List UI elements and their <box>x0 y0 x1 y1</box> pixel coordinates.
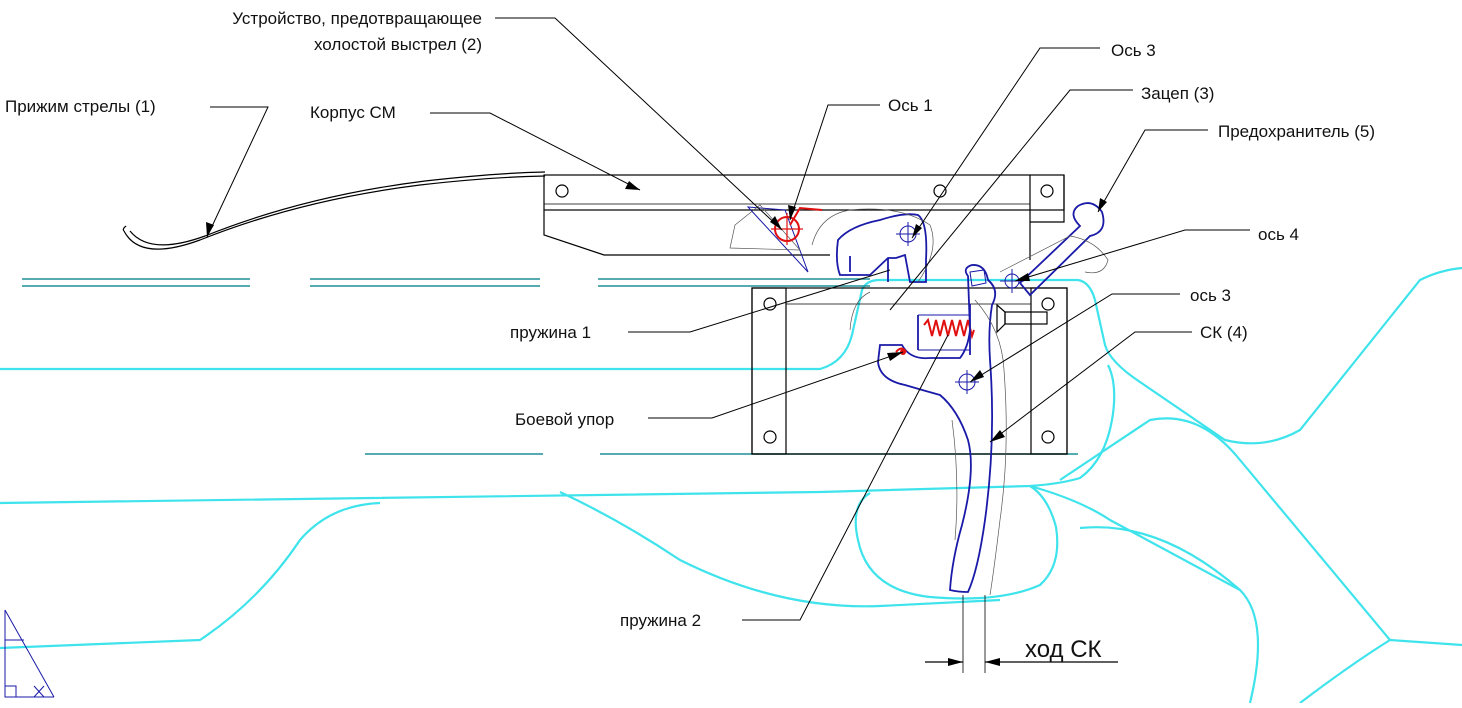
trigger-part <box>849 264 1007 596</box>
label-anti-dry-fire-line1: Устройство, предотвращающее <box>232 9 482 28</box>
sear-part <box>811 208 934 283</box>
spring-2 <box>917 304 975 355</box>
label-axis-4: ось 4 <box>1258 225 1299 244</box>
housing-screw-hole <box>555 184 569 198</box>
box-screw-hole <box>1041 297 1055 311</box>
label-arrow-clamp: Прижим стрелы (1) <box>5 97 156 116</box>
box-screw-hole <box>763 297 777 311</box>
housing-body <box>543 174 1065 260</box>
box-screw-hole <box>763 430 777 444</box>
label-trigger: СК (4) <box>1200 323 1248 342</box>
housing-screw-hole <box>1040 184 1054 198</box>
leader-lines <box>206 17 1250 621</box>
label-axis-3-right: ось 3 <box>1190 286 1231 305</box>
label-combat-stop: Боевой упор <box>515 410 614 429</box>
anti-dry-fire-device <box>729 204 823 273</box>
label-spring-2: пружина 2 <box>620 611 701 630</box>
label-axis-1: Ось 1 <box>888 96 933 115</box>
callout-labels: Устройство, предотвращающее холостой выс… <box>5 9 1375 663</box>
label-safety: Предохранитель (5) <box>1218 122 1375 141</box>
arrow-clamp-spring <box>122 171 546 250</box>
label-trigger-travel: ход СК <box>1025 636 1102 663</box>
label-axis-3-top: Ось 3 <box>1111 41 1156 60</box>
trigger-travel-dimension <box>925 595 1118 673</box>
label-spring-1: пружина 1 <box>510 323 591 342</box>
safety-part <box>999 202 1109 297</box>
box-screw-hole <box>1041 430 1055 444</box>
label-housing: Корпус СМ <box>310 103 396 122</box>
ucs-corner-icon <box>4 609 55 698</box>
trigger-box <box>751 287 1068 455</box>
stock-outline <box>0 266 1462 704</box>
label-sear: Зацеп (3) <box>1141 84 1214 103</box>
label-anti-dry-fire-line2: холостой выстрел (2) <box>314 35 482 54</box>
